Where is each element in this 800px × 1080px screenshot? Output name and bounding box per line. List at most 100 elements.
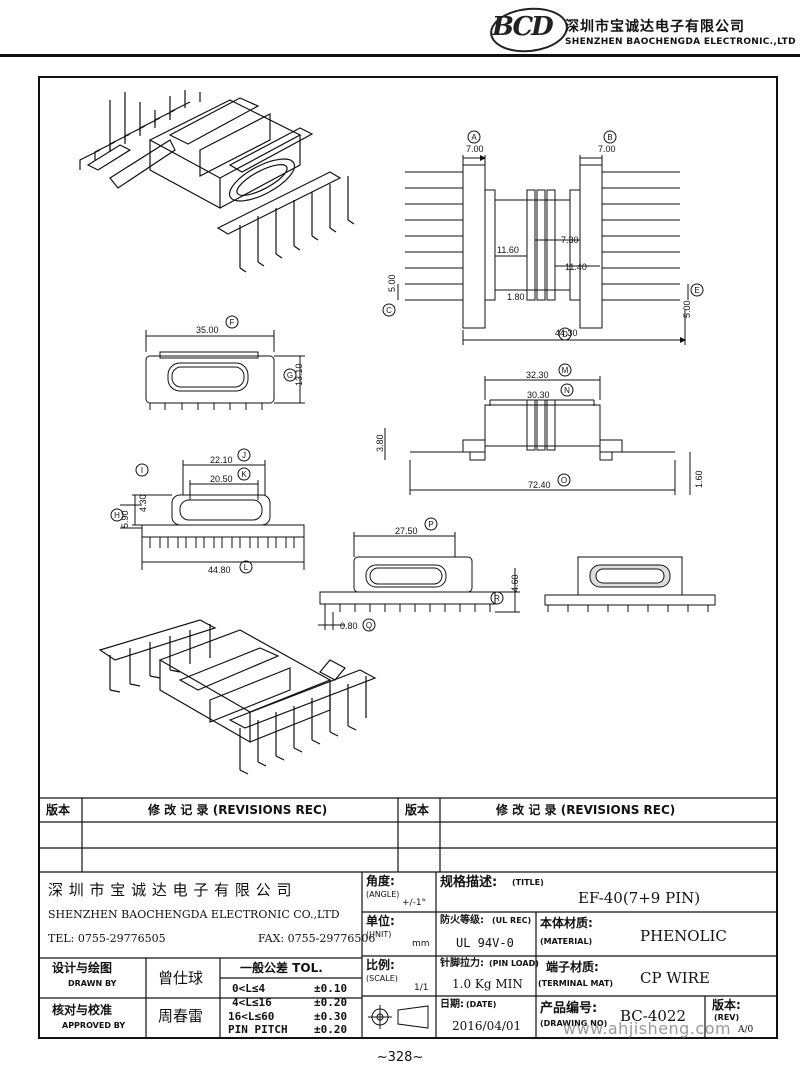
approved-by-label: 核对与校准 [52,1003,113,1017]
rev-label: 版本: [712,998,741,1012]
label-i: I [141,466,143,475]
page-number: ~328~ [376,1050,424,1065]
pinload-value: 1.0 Kg MIN [452,977,523,991]
company-name-en: SHENZHEN BAOCHENGDA ELECTRONIC.,LTD [565,37,796,47]
label-d: D [562,330,568,339]
dim-r: 4.60 [510,574,520,592]
terminal-value: CP WIRE [640,969,710,987]
label-n: N [564,386,570,395]
label-r: R [494,594,500,603]
dim-h: 5.90 [120,510,130,528]
rev-value: A/0 [738,1025,754,1035]
drawn-by-label-en: DRAWN BY [68,979,117,988]
iso-view-bottom [98,619,377,775]
page-header: BCD 深圳市宝诚达电子有限公司 SHENZHEN BAOCHENGDA ELE… [0,0,800,60]
drawn-by-value: 曾仕球 [158,969,204,987]
watermark: www.ahjisheng.com [563,1019,732,1038]
tol-val-2: ±0.30 [314,1010,348,1023]
dim-3-80: 3.80 [375,434,385,452]
title-label: 规格描述: [440,875,498,890]
drawing-no-value: BC-4022 [620,1007,687,1025]
material-value: PHENOLIC [640,927,727,945]
angle-label: 角度: [366,874,395,888]
angle-label-en: (ANGLE) [366,890,400,899]
scale-label: 比例: [366,958,395,972]
tol-range-0: 0<L≤4 [232,982,266,995]
dim-n: 30.30 [527,390,550,400]
dim-11-40: 11.40 [565,262,587,272]
title-block-grid [38,797,778,1039]
scale-value: 1/1 [414,983,429,993]
drawing-frame [38,76,778,1039]
dim-g: 13.10 [294,363,304,386]
dim-q: 0.80 [340,621,358,631]
unit-label-en: (UNIT) [366,930,392,939]
top-view [397,155,689,345]
dim-f: 35.00 [196,325,219,335]
label-m: M [562,366,569,375]
material-label-en: (MATERIAL) [540,937,593,946]
dim-k: 20.50 [210,474,233,484]
drawing-no-label: 产品编号: [540,1001,598,1016]
ul-value: UL 94V-0 [456,936,514,950]
terminal-label: 端子材质: [546,960,599,974]
title-label-en: (TITLE) [512,878,544,887]
dim-m: 32.30 [526,370,549,380]
company-name-block-cn: 深 圳 市 宝 诚 达 电 子 有 限 公 司 [48,881,292,899]
date-label-en: (DATE) [466,1000,497,1009]
dim-b: 7.00 [598,144,616,154]
label-c: C [386,306,392,315]
dim-7-30: 7.30 [561,235,579,245]
dim-o: 72.40 [528,480,551,490]
tol-val-1: ±0.20 [314,996,348,1009]
dim-c: 5.00 [387,274,397,292]
end-view [318,532,520,630]
tol-val-0: ±0.10 [314,982,348,995]
title-value: EF-40(7+9 PIN) [578,889,701,907]
front-view [145,330,305,410]
label-p: P [428,520,433,529]
callouts [110,130,704,632]
rev-header-1: 版本 [46,803,71,817]
angle-value: +/-1° [402,898,427,908]
dim-p: 27.50 [395,526,418,536]
projection-symbol [368,1005,429,1029]
tol-range-3: PIN PITCH [228,1023,288,1036]
dim-j: 22.10 [210,455,233,465]
label-j: J [242,451,246,460]
header-rule [0,54,800,57]
drawing-no-label-en: (DRAWING NO) [540,1019,608,1028]
section-view [544,556,716,612]
label-g: G [287,371,293,380]
label-b: B [607,133,612,142]
unit-value: mm [412,939,430,949]
tol-range-2: 16<L≤60 [228,1010,275,1023]
terminal-label-en: (TERMINAL MAT) [538,979,614,988]
tel: TEL: 0755-29776505 [48,932,166,945]
label-l: L [244,563,249,572]
dim-e: 5.00 [682,300,692,318]
company-logo: BCD [492,12,554,42]
date-value: 2016/04/01 [452,1019,522,1033]
rev-rec-header-1: 修 改 记 录 (REVISIONS REC) [148,803,328,817]
iso-view-top [79,90,355,273]
unit-label: 单位: [366,914,395,928]
dim-1-60: 1.60 [694,470,704,488]
approved-by-label-en: APPROVED BY [62,1021,126,1030]
company-name-block-en: SHENZHEN BAOCHENGDA ELECTRONIC CO.,LTD [48,908,340,921]
label-a: A [471,133,477,142]
approved-by-value: 周春雷 [158,1007,204,1025]
side-view [384,376,691,495]
dim-d: 44.30 [555,328,578,338]
ul-label: 防火等级: [440,915,484,926]
pinload-label-en: (PIN LOAD) [489,959,539,968]
date-label: 日期: [440,999,464,1010]
drawn-by-label: 设计与绘图 [52,961,113,975]
dim-l: 44.80 [208,565,231,575]
dim-11-60: 11.60 [497,245,519,255]
tol-range-1: 4<L≤16 [232,996,272,1009]
fax: FAX: 0755-29776506 [258,932,376,945]
company-name-cn: 深圳市宝诚达电子有限公司 [565,19,745,35]
dim-1-80: 1.80 [507,292,525,302]
